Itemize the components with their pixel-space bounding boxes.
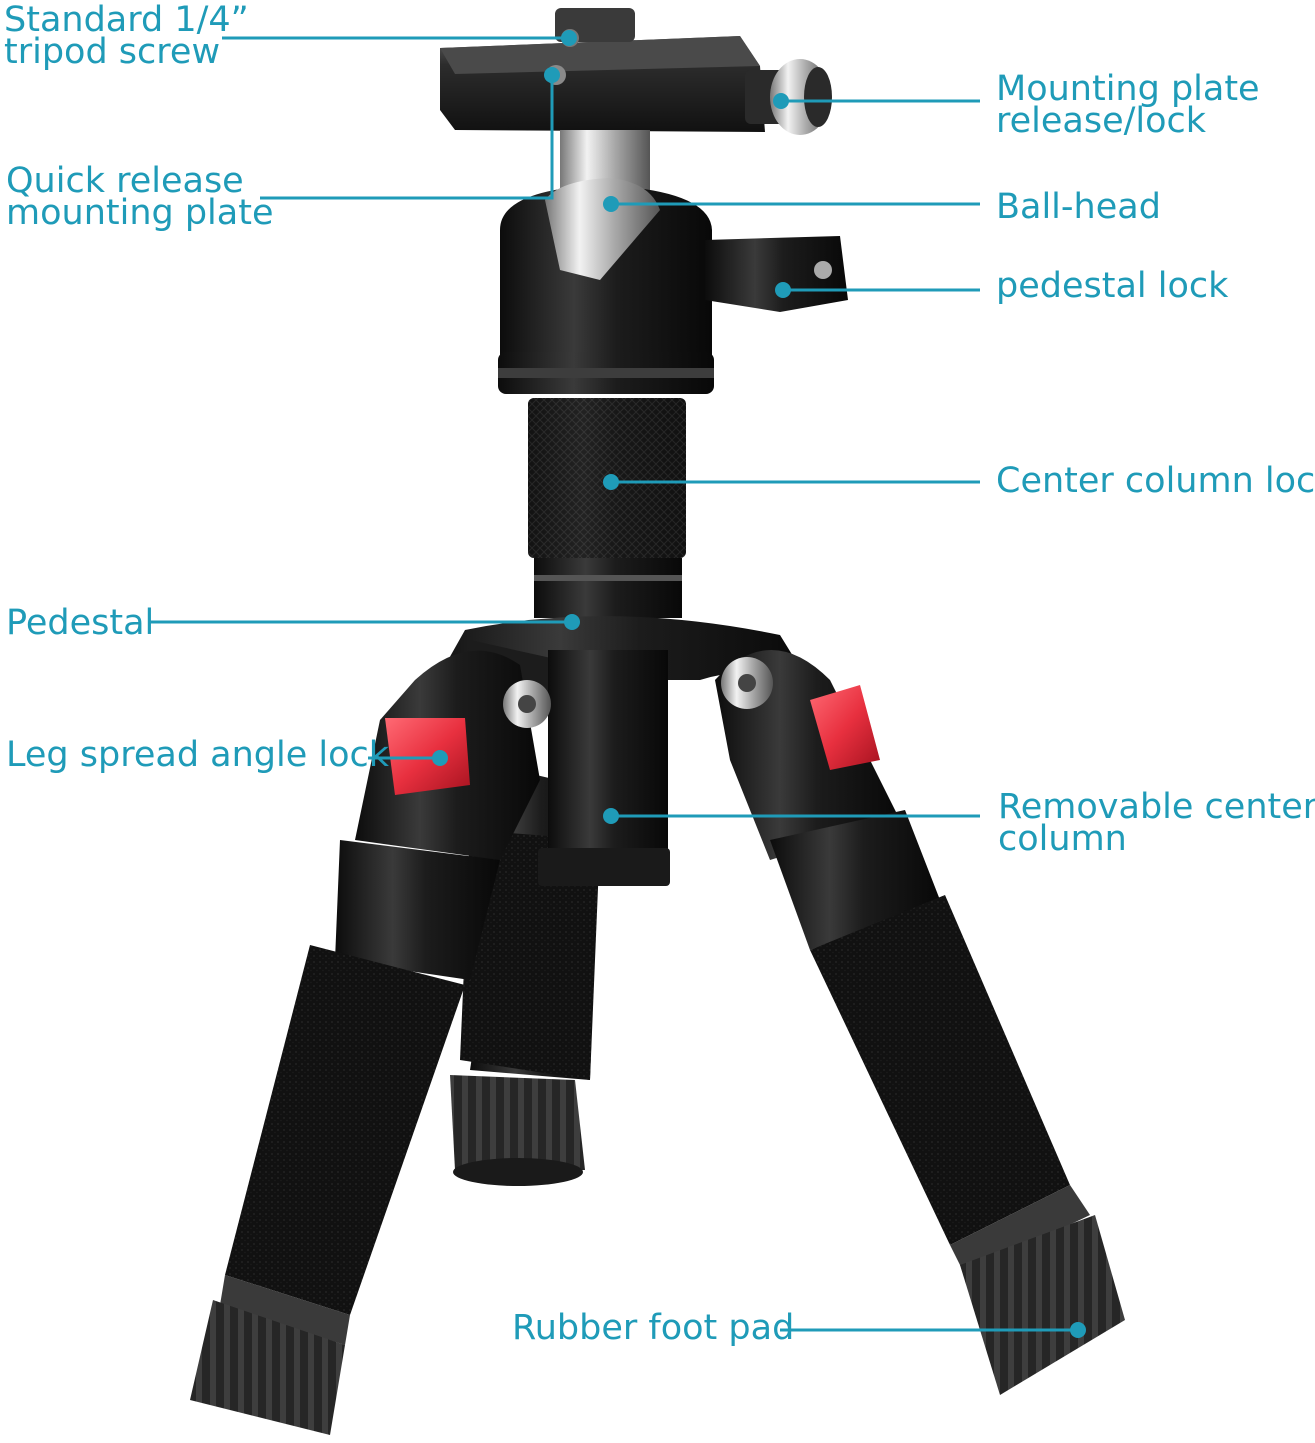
- label-quick-release: Quick release mounting plate: [6, 161, 274, 233]
- label-line: Mounting plate: [996, 69, 1260, 109]
- label-pedestal-lock: pedestal lock: [996, 266, 1229, 306]
- leader-dots: [432, 30, 1086, 1338]
- label-ball-head: Ball-head: [996, 187, 1161, 227]
- label-line: Pedestal: [6, 603, 155, 643]
- label-line: release/lock: [996, 101, 1207, 141]
- label-rubber-foot: Rubber foot pad: [512, 1308, 795, 1348]
- dot-pedestal-lock: [775, 282, 791, 298]
- pedestal-lock-knob: [705, 236, 848, 312]
- label-center-column-lock: Center column lock: [996, 461, 1315, 501]
- label-line: Rubber foot pad: [512, 1308, 795, 1348]
- right-rubber-foot: [960, 1215, 1125, 1395]
- label-line: Standard 1/4”: [4, 0, 249, 40]
- plate-release-knob: [745, 59, 832, 135]
- leader-lines: [150, 36, 1078, 1332]
- label-line: Center column lock: [996, 461, 1315, 501]
- right-leg: [715, 650, 1125, 1395]
- label-line: tripod screw: [4, 32, 221, 72]
- right-leg-lock: [810, 685, 880, 770]
- removable-center-column: [538, 650, 670, 886]
- dot-tripod-screw: [561, 30, 577, 46]
- ball-head: [498, 130, 714, 394]
- back-rubber-foot: [450, 1075, 585, 1186]
- label-tripod-screw: Standard 1/4” tripod screw: [4, 0, 249, 72]
- label-line: mounting plate: [6, 193, 274, 233]
- center-column-lock: [528, 398, 686, 618]
- label-line: Removable center: [998, 787, 1315, 827]
- dot-center-column-lock: [603, 474, 619, 490]
- dot-ball-head: [603, 196, 619, 212]
- leader-quick-release: [260, 75, 554, 200]
- dot-quick-release: [544, 67, 560, 83]
- dot-rubber-foot: [1070, 1322, 1086, 1338]
- left-rubber-foot: [190, 1300, 345, 1435]
- label-line: pedestal lock: [996, 266, 1229, 306]
- dot-pedestal: [564, 614, 580, 630]
- label-line: Ball-head: [996, 187, 1161, 227]
- label-pedestal: Pedestal: [6, 603, 155, 643]
- dot-removable-column: [603, 808, 619, 824]
- label-line: Quick release: [6, 161, 244, 201]
- label-line: Leg spread angle lock: [6, 735, 390, 775]
- label-leg-spread: Leg spread angle lock: [6, 735, 390, 775]
- label-removable-column: Removable center column: [998, 787, 1315, 859]
- quick-release-plate: [440, 8, 765, 132]
- dot-plate-release: [773, 93, 789, 109]
- dot-leg-spread: [432, 750, 448, 766]
- label-plate-release: Mounting plate release/lock: [996, 69, 1260, 141]
- label-line: column: [998, 819, 1127, 859]
